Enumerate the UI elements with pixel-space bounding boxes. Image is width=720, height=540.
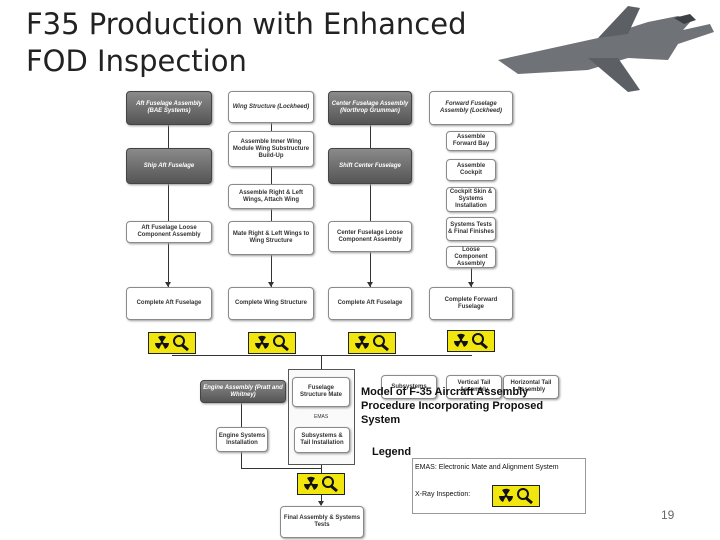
complete-aft-fuselage-box: Complete Aft Fuselage (126, 287, 212, 320)
page-number: 19 (661, 508, 675, 522)
xray-inspection-icon (148, 332, 196, 354)
xray-inspection-icon (348, 332, 396, 354)
assemble-wings-box: Assemble Right & Left Wings, Attach Wing (228, 184, 314, 209)
page-title: F35 Production with Enhanced FOD Inspect… (26, 7, 467, 78)
loose-component-box: Loose Component Assembly (446, 246, 496, 268)
model-caption-line: Procedure Incorporating Proposed (361, 400, 544, 412)
model-caption-line: System (361, 414, 401, 426)
engine-assembly-box: Engine Assembly (Pratt and Whitney) (200, 380, 286, 403)
model-caption-line: Model of F-35 Aircraft Assembly (361, 386, 529, 398)
assemble-inner-wing-box: Assemble Inner Wing Module Wing Substruc… (228, 131, 314, 167)
shift-center-fuselage-box: Shift Center Fuselage (328, 148, 412, 184)
engine-systems-installation-box: Engine Systems Installation (216, 427, 268, 452)
wing-structure-box: Wing Structure (Lockheed) (228, 91, 314, 123)
subsystems-box: Subsystems (381, 375, 437, 399)
legend-title: Legend (372, 446, 412, 458)
assemble-forward-bay-box: Assemble Forward Bay (446, 131, 496, 151)
xray-inspection-icon (447, 330, 495, 352)
ship-aft-fuselage-box: Ship Aft Fuselage (126, 148, 212, 184)
aft-fuselage-assembly-box: Aft Fuselage Assembly (BAE Systems) (126, 91, 212, 125)
final-assembly-box: Final Assembly & Systems Tests (280, 506, 364, 538)
forward-fuselage-assembly-box: Forward Fuselage Assembly (Lockheed) (429, 91, 513, 125)
complete-wing-structure-box: Complete Wing Structure (228, 287, 314, 320)
horizontal-tail-assembly-box: Horizontal Tail Assembly (503, 375, 559, 399)
subsystems-tail-installation-box: Subsystems & Tail Installation (294, 427, 350, 453)
center-fuselage-assembly-box: Center Fuselage Assembly (Northrop Grumm… (328, 91, 412, 125)
fuselage-structure-mate-box: Fuselage Structure Mate (292, 377, 350, 407)
assemble-cockpit-box: Assemble Cockpit (446, 159, 496, 181)
emas-label: EMAS (314, 414, 329, 420)
xray-inspection-icon (248, 332, 296, 354)
complete-forward-fuselage-box: Complete Forward Fuselage (429, 287, 513, 320)
legend-xray-label: X-Ray Inspection: (415, 491, 471, 498)
xray-inspection-icon (297, 473, 345, 495)
mate-wings-box: Mate Right & Left Wings to Wing Structur… (228, 221, 314, 255)
model-caption: Model of F-35 Aircraft Assembly Procedur… (361, 385, 543, 427)
f35-jet-photo (478, 0, 720, 96)
complete-aft-fuselage-2-box: Complete Aft Fuselage (328, 287, 412, 320)
vertical-tail-assembly-box: Vertical Tail Assembly (446, 375, 502, 399)
legend-xray-icon (492, 485, 540, 507)
aft-fuselage-loose-component-box: Aft Fuselage Loose Component Assembly (126, 221, 212, 243)
systems-tests-box: Systems Tests & Final Finishes (446, 217, 496, 241)
cockpit-skin-box: Cockpit Skin & Systems Installation (446, 187, 496, 212)
legend-emas-text: EMAS: Electronic Mate and Alignment Syst… (415, 464, 559, 471)
center-fuselage-loose-component-box: Center Fuselage Loose Component Assembly (328, 221, 412, 252)
